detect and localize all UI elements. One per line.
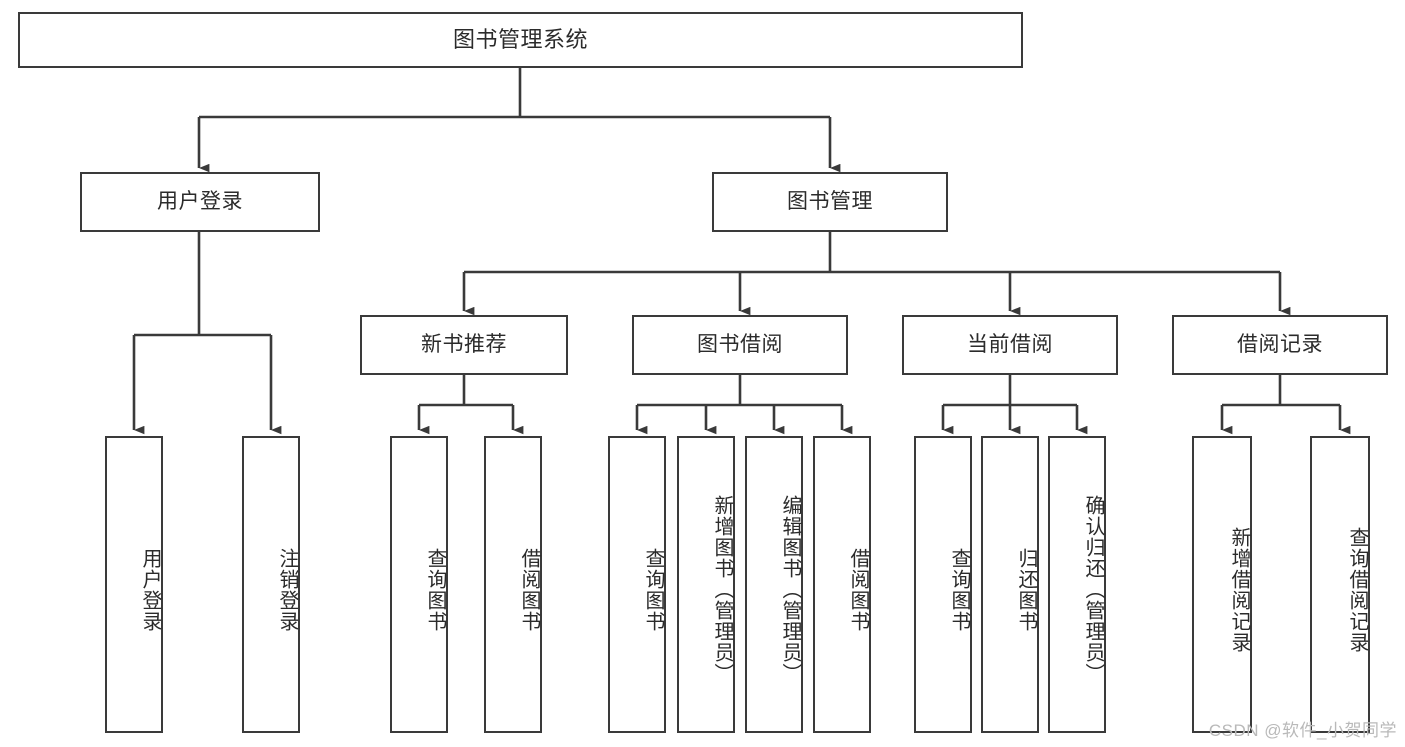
leaf-borrow-record-query-record[interactable]: 查询借阅记录 bbox=[1310, 436, 1370, 733]
leaf-book-borrow-query-book[interactable]: 查询图书 bbox=[608, 436, 666, 733]
leaf-new-book-borrow-book[interactable]: 借阅图书 bbox=[484, 436, 542, 733]
node-book-borrow[interactable]: 图书借阅 bbox=[632, 315, 848, 375]
watermark-text: CSDN @软件_小贺同学 bbox=[1208, 721, 1397, 740]
leaf-current-borrow-return-book[interactable]: 归还图书 bbox=[981, 436, 1039, 733]
node-user-login[interactable]: 用户登录 bbox=[80, 172, 320, 232]
leaf-current-borrow-query-book[interactable]: 查询图书 bbox=[914, 436, 972, 733]
leaf-user-login-logout[interactable]: 注销登录 bbox=[242, 436, 300, 733]
leaf-borrow-record-add-record[interactable]: 新增借阅记录 bbox=[1192, 436, 1252, 733]
node-root-book-management-system[interactable]: 图书管理系统 bbox=[18, 12, 1023, 68]
node-book-management[interactable]: 图书管理 bbox=[712, 172, 948, 232]
leaf-new-book-query-book[interactable]: 查询图书 bbox=[390, 436, 448, 733]
node-new-book-recommend[interactable]: 新书推荐 bbox=[360, 315, 568, 375]
leaf-user-login-user-login[interactable]: 用户登录 bbox=[105, 436, 163, 733]
leaf-book-borrow-edit-book-admin[interactable]: 编辑图书（管理员） bbox=[745, 436, 803, 733]
leaf-current-borrow-confirm-return-admin[interactable]: 确认归还（管理员） bbox=[1048, 436, 1106, 733]
node-borrow-record[interactable]: 借阅记录 bbox=[1172, 315, 1388, 375]
node-current-borrow[interactable]: 当前借阅 bbox=[902, 315, 1118, 375]
leaf-book-borrow-borrow-book[interactable]: 借阅图书 bbox=[813, 436, 871, 733]
leaf-book-borrow-add-book-admin[interactable]: 新增图书（管理员） bbox=[677, 436, 735, 733]
